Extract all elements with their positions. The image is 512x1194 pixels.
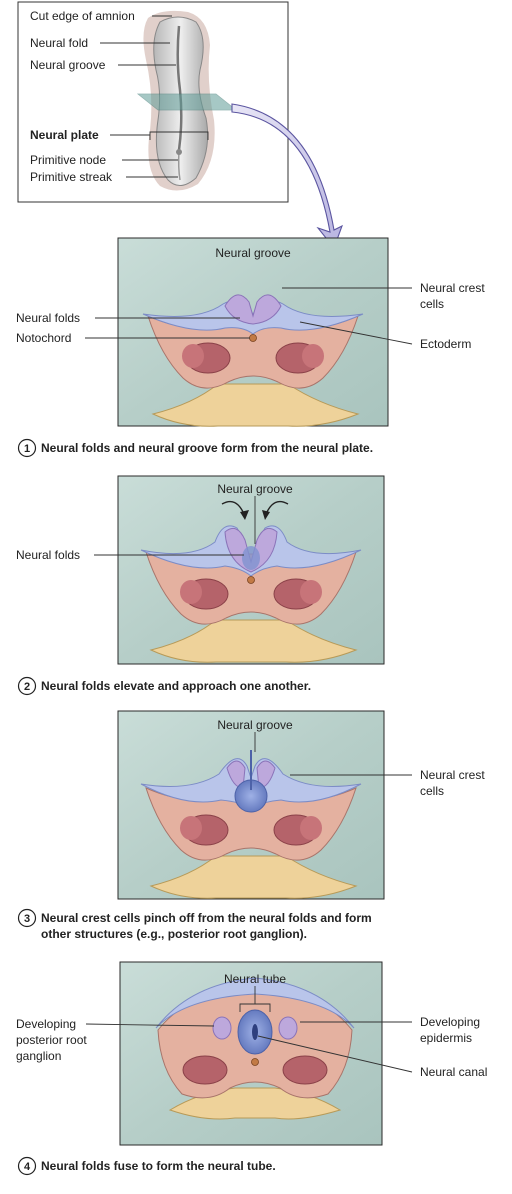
neural-groove-tissue	[242, 546, 260, 570]
right-posterior-root-ganglion	[279, 1017, 297, 1039]
label-cut-edge-amnion: Cut edge of amnion	[30, 9, 135, 23]
p4-label-neural-tube: Neural tube	[224, 972, 286, 986]
left-somite	[183, 1056, 227, 1084]
p1-label-ectoderm: Ectoderm	[420, 337, 471, 351]
step-1-number: 1	[24, 443, 30, 455]
p4-label-epidermis-1: Developing	[420, 1015, 480, 1029]
p3-label-crest-2: cells	[420, 784, 444, 798]
p4-label-ganglion-1: Developing	[16, 1017, 76, 1031]
p3-caption-line-2: other structures (e.g., posterior root g…	[41, 927, 307, 941]
notochord	[248, 577, 255, 584]
p3-label-crest-1: Neural crest	[420, 768, 485, 782]
p2-label-neural-groove: Neural groove	[217, 482, 293, 496]
p4-caption: Neural folds fuse to form the neural tub…	[41, 1159, 276, 1173]
p3-caption-line-1: Neural crest cells pinch off from the ne…	[41, 911, 372, 925]
label-neural-plate: Neural plate	[30, 128, 99, 142]
notochord	[250, 335, 257, 342]
p1-label-neural-groove: Neural groove	[215, 246, 291, 260]
p1-caption: Neural folds and neural groove form from…	[41, 441, 373, 455]
panel-3: Neural groove Neural crest cells 3 Neura…	[19, 711, 486, 941]
p4-label-ganglion-3: ganglion	[16, 1049, 61, 1063]
embryo-panel: Cut edge of amnion Neural fold Neural gr…	[18, 2, 288, 202]
p4-label-epidermis-2: epidermis	[420, 1031, 472, 1045]
p4-label-ganglion-2: posterior root	[16, 1033, 87, 1047]
step-3-number: 3	[24, 913, 30, 925]
right-somite	[283, 1056, 327, 1084]
p2-caption: Neural folds elevate and approach one an…	[41, 679, 311, 693]
label-primitive-node: Primitive node	[30, 153, 106, 167]
p1-label-neural-folds: Neural folds	[16, 311, 80, 325]
p1-label-notochord: Notochord	[16, 331, 71, 345]
panel-2: Neural groove Neural folds 2 Neural fold…	[16, 476, 384, 695]
p1-label-crest-1: Neural crest	[420, 281, 485, 295]
left-posterior-root-ganglion	[213, 1017, 231, 1039]
p4-label-neural-canal: Neural canal	[420, 1065, 487, 1079]
neural-canal	[252, 1024, 258, 1040]
notochord	[252, 1059, 259, 1066]
label-neural-groove: Neural groove	[30, 58, 106, 72]
step-2-number: 2	[24, 681, 30, 693]
panel-1: Neural groove Neural folds Notochord Neu…	[16, 238, 485, 457]
primitive-node-dot	[176, 149, 182, 155]
p1-label-crest-2: cells	[420, 297, 444, 311]
p2-label-neural-folds: Neural folds	[16, 548, 80, 562]
step-4-number: 4	[24, 1161, 31, 1173]
label-primitive-streak: Primitive streak	[30, 170, 113, 184]
label-neural-fold: Neural fold	[30, 36, 88, 50]
panel-4: Neural tube Developing posterior root ga…	[16, 962, 487, 1175]
p3-label-neural-groove: Neural groove	[217, 718, 293, 732]
